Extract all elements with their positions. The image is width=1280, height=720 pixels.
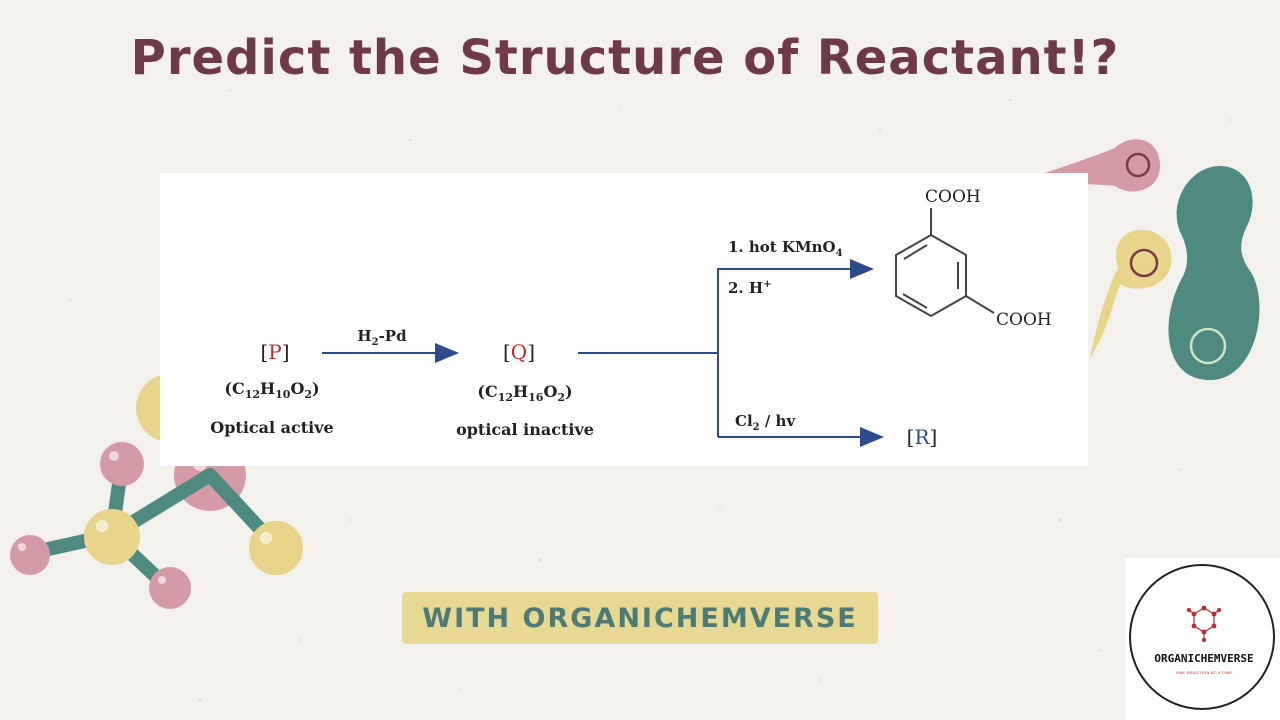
compound-q-note: optical inactive	[456, 420, 594, 439]
reaction-scheme: [P] (C12H10O2) Optical active H2-Pd [Q] …	[160, 173, 1088, 466]
logo-name: ORGANICHEMVERSE	[1154, 652, 1254, 665]
logo-tagline: ONE REACTION AT A TIME	[1175, 670, 1233, 675]
product-cooh-bottom: COOH	[996, 310, 1052, 330]
page-title: Predict the Structure of Reactant!?	[130, 30, 1120, 86]
compound-p-note: Optical active	[210, 418, 333, 437]
logo-circle: ORGANICHEMVERSE ONE REACTION AT A TIME	[1129, 564, 1275, 710]
oxidation-reagent-1: 1. hot KMnO4	[728, 238, 843, 259]
product-benzene-ring	[895, 208, 995, 318]
compound-q-formula: (C12H16O2)	[477, 382, 572, 404]
compound-r-label: [R]	[907, 425, 938, 449]
compound-p-label: [P]	[260, 340, 289, 364]
product-cooh-top: COOH	[925, 187, 981, 207]
chlorination-reagent: Cl2 / hv	[735, 412, 796, 433]
channel-logo: ORGANICHEMVERSE ONE REACTION AT A TIME	[1125, 558, 1280, 720]
molecule-icon	[1187, 605, 1221, 642]
hydrogenation-reagent: H2-Pd	[357, 327, 407, 348]
compound-q-label: [Q]	[503, 340, 535, 364]
channel-badge: WITH ORGANICHEMVERSE	[402, 592, 878, 644]
compound-p-formula: (C12H10O2)	[224, 379, 319, 401]
oxidation-reagent-2: 2. H+	[728, 279, 771, 297]
molecule-decoration-right	[1030, 139, 1260, 380]
reaction-scheme-drawing: [P] (C12H10O2) Optical active H2-Pd [Q] …	[210, 187, 1052, 449]
